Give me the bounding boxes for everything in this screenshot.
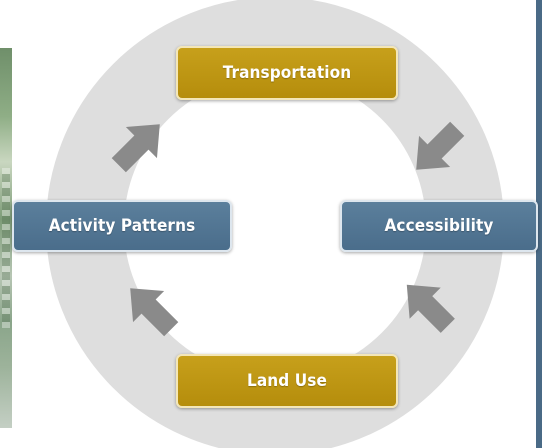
right-edge-strip: [536, 0, 542, 448]
node-accessibility: Accessibility: [340, 200, 538, 252]
arrow-activity-patterns-to-transportation: [111, 124, 160, 173]
arrow-transportation-to-accessibility: [416, 121, 465, 170]
street-photo-edge: [0, 48, 12, 428]
node-transportation: Transportation: [176, 46, 398, 100]
node-land-use: Land Use: [176, 354, 398, 408]
arrow-accessibility-to-land-use: [406, 284, 455, 333]
node-activity-patterns: Activity Patterns: [12, 200, 232, 252]
arrow-land-use-to-activity-patterns: [130, 288, 179, 337]
